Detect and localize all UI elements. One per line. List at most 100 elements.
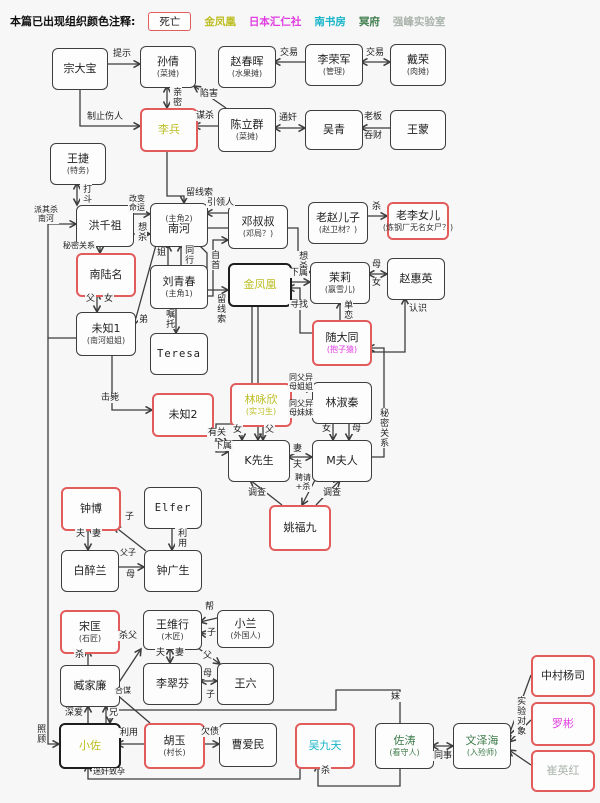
edge-label-40: 女 [321,424,333,435]
node-label-zong-dabao: 宗大宝 [63,61,97,75]
edge-21 [368,298,405,353]
edge-label-35: 下属 [213,441,234,452]
node-label-chen-liqun: 陈立群 [230,118,264,132]
edge-label-70: 杀 [320,766,332,777]
edge-label-53: 利用 [175,528,188,548]
node-label-hu-yu: 胡玉 [163,734,186,748]
node-label-dai-rong: 戴荣 [407,53,429,67]
edge-label-10: 打斗 [80,184,93,204]
edge-label-32: 嘱托 [163,309,176,329]
edge-label-17: 自首 [208,250,221,270]
node-wang-weixing: 王维行(木匠) [143,610,202,650]
node-dai-rong: 戴荣(肉摊) [390,44,446,86]
node-bai-zuilan: 白醉兰 [61,550,119,592]
node-wang-liu: 王六 [217,663,274,705]
legend-item-2: 日本汇仁社 [248,15,302,28]
edge-label-34: 有关 [207,428,228,439]
node-zang-jialian: 臧家廉 [60,665,120,707]
edge-label-51: 父子 [119,548,137,558]
edge-label-25: 认识 [408,304,429,315]
node-sublabel-wang-jie: (特务) [66,165,90,175]
node-label-cui-yinghong: 崔英红 [546,763,580,777]
edge-label-33: 击毙 [100,393,121,404]
node-sublabel-zuo-tao: (看守人) [389,747,420,757]
edge-label-30: 姐 [156,248,168,259]
edge-45 [302,479,316,505]
edge-label-8: 老板 [363,112,384,123]
node-sublabel-mo-li: (嬴雪儿) [324,284,356,294]
edge-label-47: 聘请 +杀 [294,473,312,492]
node-luo-bin: 罗彬 [531,702,595,746]
node-sublabel-sun-qian: (菜摊) [156,68,180,78]
node-label-yao-fujiu: 姚福九 [283,520,317,534]
edge-label-54: 杀 [74,650,86,661]
node-sublabel-deng-shushu: (邓局？) [242,228,274,238]
node-jin-fenghuang: 金凤凰 [228,263,292,307]
edge-47 [114,526,147,552]
edge-label-2: 亲密 [170,87,183,107]
node-label-cao-aimin: 曹爱民 [231,737,265,751]
edge-label-27: 父 [85,294,97,305]
edge-label-43: 夫 [292,460,304,471]
edge-33 [111,354,152,410]
node-label-wang-liu: 王六 [234,676,257,690]
legend-item-4: 冥府 [358,15,380,28]
edge-label-13: 想杀 [135,222,148,242]
edge-56 [200,618,218,622]
legend-title: 本篇已出现组织颜色注释: [10,15,136,28]
node-wu-qing: 吴青 [305,110,363,150]
node-sublabel-wang-weixing: (木匠) [161,631,184,641]
edge-label-6: 谋杀 [195,111,216,122]
edge-label-66: 照顾 [34,724,47,744]
node-label-wang-jie: 王捷 [67,152,89,166]
edge-label-49: 妻 [91,529,103,540]
edge-label-68: 欠债 [200,727,221,738]
edge-label-24: 单恋 [341,300,354,320]
edge-label-57: 帮 [204,602,216,613]
node-deng-shushu: 邓叔叔(邓局？) [228,205,288,249]
node-li-rongjun: 李荣军(管理) [305,44,363,86]
edge-label-46: 调查 [322,488,343,499]
node-zhao-huiying: 赵惠英 [387,258,445,300]
node-label-xiao-zuo: 小佐 [79,738,101,752]
node-label-lin-shuqin: 林淑秦 [325,395,359,409]
node-label-sui-datong: 随大同 [325,331,359,345]
node-xiao-zuo: 小佐 [59,723,121,769]
edge-68 [509,750,532,766]
legend-item-1: 金凤凰 [204,15,236,28]
node-label-wang-weixing: 王维行 [156,618,189,632]
node-label-sun-qian: 孙倩 [157,55,179,69]
node-wang-meng: 王蒙 [390,110,446,150]
node-sublabel-xiao-lan: (外国人) [230,630,261,640]
node-label-luo-bin: 罗彬 [552,716,574,730]
node-label-xiao-lan: 小兰 [234,617,257,631]
node-label-zhong-bo: 钟博 [80,501,102,515]
edge-label-63: 子 [205,690,217,701]
node-wang-jie: 王捷(特务) [50,143,106,185]
node-label-li-cuifen: 李翠芬 [156,676,189,690]
edge-label-22: 母 [371,260,383,271]
edge-10 [47,224,76,338]
node-label-jin-fenghuang: 金凤凰 [243,277,277,291]
edge-label-67: 利用 [119,728,140,739]
node-nan-he: (主角2)南河 [150,203,208,247]
node-sublabel-lao-li-nver: (炼钢厂无名女尸？) [382,222,454,232]
edge-label-36: 同父异 母姐姐 [288,373,314,392]
edge-label-50: 子 [124,512,136,523]
edge-label-11: 派其杀 南河 [33,205,59,224]
node-label-zhao-chunhui: 赵春晖 [230,55,264,69]
legend-items: 死亡金凤凰日本汇仁社南书房冥府强峰实验室 [148,11,445,31]
node-zuo-tao: 佐涛(看守人) [375,723,434,769]
edge-label-59: 夫 [155,648,167,659]
node-elfer: Elfer [144,487,202,529]
node-xiao-lan: 小兰(外国人) [217,610,274,648]
node-sublabel-nan-he: (主角2) [165,214,193,224]
node-m-furen: M夫人 [312,440,372,482]
node-lao-li-nver: 老李女儿(炼钢厂无名女尸？) [383,202,453,240]
node-cui-yinghong: 崔英红 [531,750,595,792]
edge-label-20: 下属 [289,268,310,279]
edge-label-14: 留线索 [185,188,215,199]
node-sublabel-lao-zhao-erzi: (赵卫材？) [318,224,358,234]
node-wei-zhi-1: 未知1(南河姐姐) [76,312,136,356]
